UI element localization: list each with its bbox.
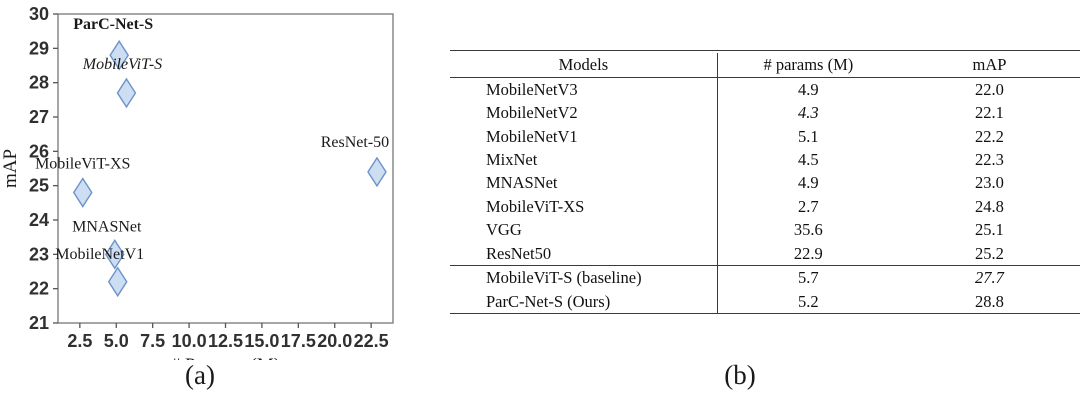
x-axis-title: # Params. (M) xyxy=(171,355,280,360)
cell-map: 22.0 xyxy=(975,79,1004,99)
y-axis-tick-label: 22 xyxy=(29,279,49,299)
cell-map: 25.1 xyxy=(975,220,1004,240)
cell-map: 27.7 xyxy=(898,265,1080,290)
cell-params: 5.1 xyxy=(798,126,819,146)
data-point-label: MobileViT-S xyxy=(82,56,162,73)
figure-b-caption: (b) xyxy=(724,360,756,390)
y-axis-tick-label: 24 xyxy=(29,210,49,230)
cell-map: 22.2 xyxy=(975,126,1004,146)
data-point-marker xyxy=(72,177,93,208)
cell-map: 22.3 xyxy=(975,150,1004,170)
table-row: VGG 35.6 25.1 xyxy=(450,218,1080,242)
cell-model: ParC-Net-S (Ours) xyxy=(450,289,718,314)
cell-model: MobileNetV1 xyxy=(450,124,718,149)
cell-params: 5.2 xyxy=(798,291,819,311)
x-axis-tick-label: 17.5 xyxy=(281,331,316,351)
data-point-label: MobileViT-XS xyxy=(35,156,130,173)
data-point-marker xyxy=(104,239,125,270)
table-row: MNASNet 4.9 23.0 xyxy=(450,171,1080,195)
cell-model: MobileViT-XS xyxy=(450,194,718,219)
cell-map: 23.0 xyxy=(975,173,1004,193)
table-row: MobileNetV3 4.9 22.0 xyxy=(450,77,1080,102)
cell-model: VGG xyxy=(450,218,718,242)
cell-params: 22.9 xyxy=(793,243,823,263)
x-axis-tick-label: 2.5 xyxy=(67,331,92,351)
x-axis-tick-label: 15.0 xyxy=(244,331,279,351)
cell-model: MobileNetV2 xyxy=(450,101,718,125)
x-axis-tick-label: 7.5 xyxy=(140,331,165,351)
y-axis-tick-label: 25 xyxy=(29,176,49,196)
cell-params: 4.3 xyxy=(798,103,819,123)
table-row: MobileNetV2 4.3 22.1 xyxy=(450,101,1080,125)
column-header-params: # params (M) xyxy=(717,53,899,78)
cell-map: 24.8 xyxy=(975,196,1004,216)
cell-model: MNASNet xyxy=(450,171,718,195)
cell-map: 22.1 xyxy=(975,103,1004,123)
data-point-marker xyxy=(109,39,130,71)
data-point-label: ParC-Net-S xyxy=(73,16,153,33)
table-bottom-rule xyxy=(450,313,1080,315)
column-header-map: mAP xyxy=(898,53,1080,78)
data-point-marker xyxy=(367,156,387,188)
y-axis-tick-label: 26 xyxy=(29,141,49,161)
data-point-label: MNASNet xyxy=(72,218,142,235)
y-axis-tick-label: 23 xyxy=(29,244,49,264)
cell-map: 25.2 xyxy=(975,243,1004,263)
x-axis-tick-label: 10.0 xyxy=(172,331,207,351)
x-axis-tick-label: 22.5 xyxy=(354,331,389,351)
table-row: MobileNetV1 5.1 22.2 xyxy=(450,124,1080,149)
cell-model: ResNet50 xyxy=(450,241,718,266)
cell-params: 35.6 xyxy=(793,220,823,240)
y-axis-title: mAP xyxy=(0,149,21,188)
cell-model: MobileNetV3 xyxy=(450,77,718,102)
cell-params: 2.7 xyxy=(798,196,819,216)
x-axis-tick-label: 20.0 xyxy=(317,331,352,351)
y-axis-tick-label: 29 xyxy=(29,38,49,58)
y-axis-tick-label: 21 xyxy=(29,313,49,333)
cell-model: MobileViT-S (baseline) xyxy=(450,265,718,290)
cell-params: 4.9 xyxy=(798,79,819,99)
figure-b-results-table: Models # params (M) mAP MobileNetV3 4.9 22… xyxy=(450,50,1080,390)
table-top-rule xyxy=(450,50,1080,52)
data-point-label: MobileNetV1 xyxy=(55,246,144,263)
cell-model: MixNet xyxy=(450,148,718,172)
table-row: MixNet 4.5 22.3 xyxy=(450,148,1080,172)
table-header-row: Models # params (M) mAP xyxy=(450,53,1080,78)
cell-params: 4.5 xyxy=(798,150,819,170)
cell-params: 5.7 xyxy=(717,265,899,290)
y-axis-tick-label: 30 xyxy=(29,4,49,24)
table-row: MobileViT-XS 2.7 24.8 xyxy=(450,194,1080,219)
x-axis-tick-label: 5.0 xyxy=(104,331,129,351)
table-row: ParC-Net-S (Ours) 5.2 28.8 xyxy=(450,289,1080,314)
cell-params: 4.9 xyxy=(798,173,819,193)
y-axis-tick-label: 27 xyxy=(29,107,49,127)
table-header: Models # params (M) mAP xyxy=(450,53,1080,78)
data-point-marker xyxy=(116,77,137,109)
data-point-label: ResNet-50 xyxy=(321,134,389,151)
results-table: Models # params (M) mAP MobileNetV3 4.9 22… xyxy=(450,53,1080,314)
data-point-marker xyxy=(107,266,128,298)
table-row: ResNet50 22.9 25.2 xyxy=(450,241,1080,266)
figure-a-caption: (a) xyxy=(185,360,215,390)
column-header-models: Models xyxy=(450,53,718,78)
x-axis-tick-label: 12.5 xyxy=(208,331,243,351)
cell-map: 28.8 xyxy=(975,291,1004,311)
y-axis-tick-label: 28 xyxy=(29,73,49,93)
